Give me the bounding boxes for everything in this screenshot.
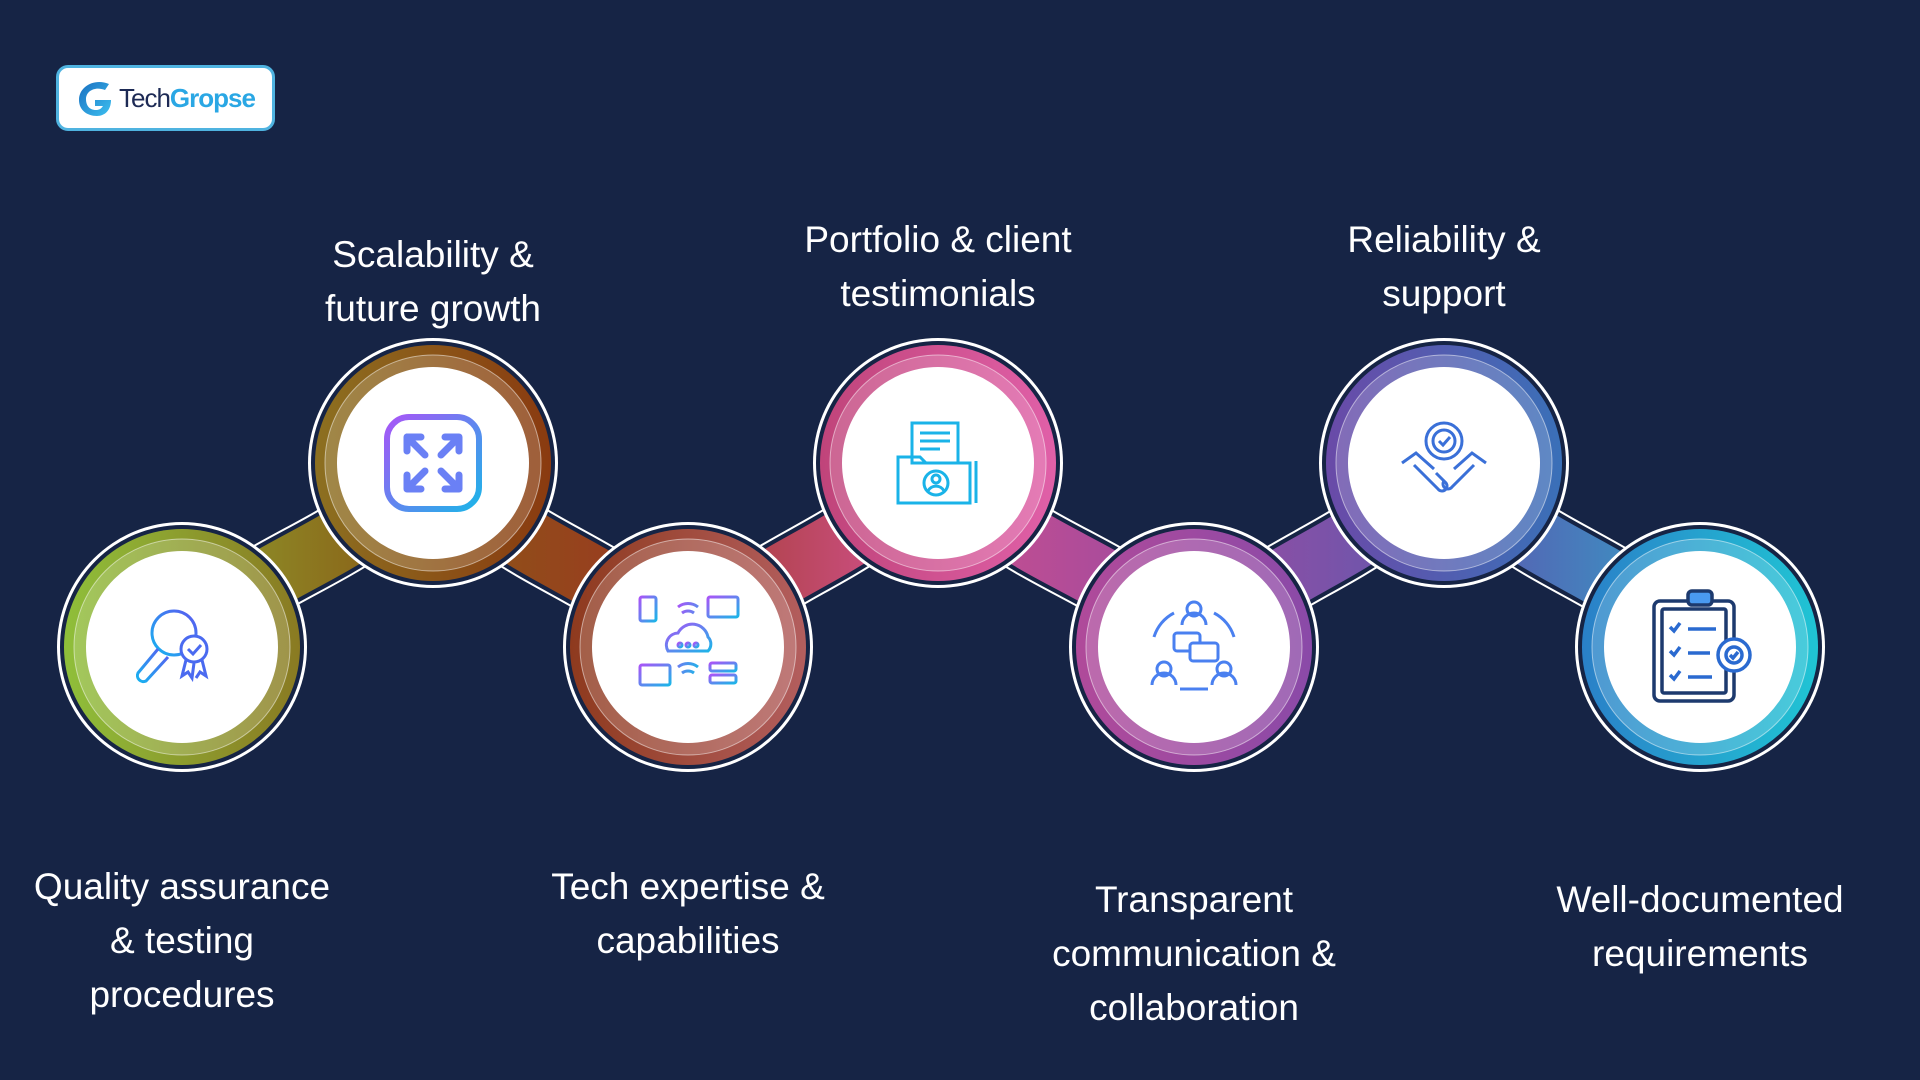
team-communication-icon <box>1150 600 1238 691</box>
step-5-node <box>1069 522 1319 772</box>
step-4-label: Portfolio & client testimonials <box>728 213 1148 321</box>
label-line: Transparent <box>1094 879 1294 920</box>
step-1-node <box>57 522 307 772</box>
portfolio-folder-icon <box>896 421 978 505</box>
step-7-node <box>1575 522 1825 772</box>
quality-search-award-icon <box>135 609 209 684</box>
label-line: support <box>1382 273 1506 314</box>
label-line: Tech expertise & <box>551 866 825 907</box>
label-line: requirements <box>1592 933 1808 974</box>
label-line: Reliability & <box>1347 219 1541 260</box>
step-1-label: Quality assurance & testing procedures <box>0 860 392 1022</box>
node-inner <box>1348 367 1540 559</box>
step-3-node <box>563 522 813 772</box>
label-line: procedures <box>89 974 275 1015</box>
label-line: future growth <box>325 288 541 329</box>
label-line: Scalability & <box>332 234 534 275</box>
label-line: Quality assurance <box>33 866 331 907</box>
logo-g-icon <box>79 81 111 116</box>
label-line: Well-documented <box>1556 879 1844 920</box>
step-6-node <box>1319 338 1569 588</box>
logo-text-tech: Tech <box>119 82 171 113</box>
step-3-label: Tech expertise & capabilities <box>478 860 898 968</box>
techgropse-logo: Tech Gropse <box>56 65 275 131</box>
checklist-gear-icon <box>1652 589 1752 703</box>
cloud-network-devices-icon <box>638 595 740 687</box>
step-5-label: Transparent communication & collaboration <box>984 873 1404 1035</box>
step-7-label: Well-documented requirements <box>1490 873 1910 981</box>
node-inner <box>337 367 529 559</box>
node-inner <box>1604 551 1796 743</box>
handshake-badge-icon <box>1401 421 1487 493</box>
step-2-label: Scalability & future growth <box>223 228 643 336</box>
label-line: capabilities <box>596 920 780 961</box>
label-line: collaboration <box>1089 987 1299 1028</box>
label-line: communication & <box>1052 933 1336 974</box>
step-4-node <box>813 338 1063 588</box>
label-line: & testing <box>110 920 254 961</box>
expand-arrows-icon <box>384 414 482 512</box>
step-2-node <box>308 338 558 588</box>
logo-text-gropse: Gropse <box>169 82 256 113</box>
label-line: Portfolio & client <box>804 219 1072 260</box>
step-6-label: Reliability & support <box>1234 213 1654 321</box>
label-line: testimonials <box>840 273 1036 314</box>
